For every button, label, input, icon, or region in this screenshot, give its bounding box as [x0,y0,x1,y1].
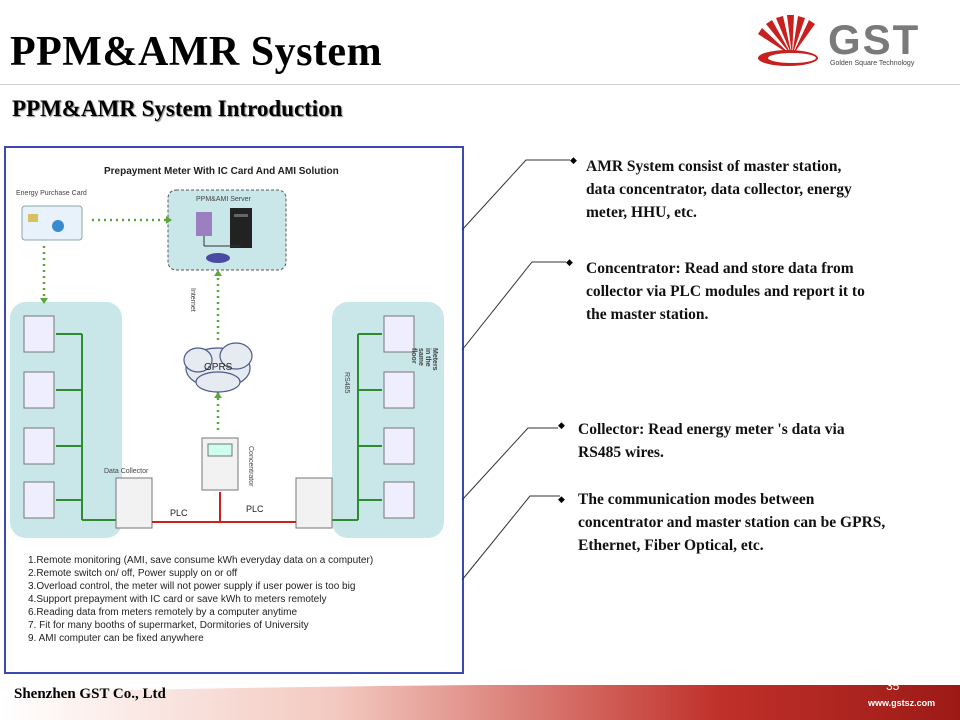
bullet-4: ◆ The communication modes between concen… [558,488,958,557]
meters-floor-label: Meters in the same floor [410,348,438,371]
website-link[interactable]: www.gstsz.com [868,698,936,708]
bullet-line: The communication modes between [578,491,815,508]
ic-card-icon [21,205,83,241]
left-meter-panel [10,302,122,538]
logo-text: GST [828,16,921,63]
feature-list: 1.Remote monitoring (AMI, save consume k… [28,554,373,645]
feature-item: 1.Remote monitoring (AMI, save consume k… [28,555,374,566]
energy-card-label: Energy Purchase Card [16,190,87,197]
bullet-2: ◆ Concentrator: Read and store data from… [566,257,950,326]
page-title: PPM&AMR System [10,29,383,75]
gprs-label: GPRS [204,362,233,373]
feature-item: 2.Remote switch on/ off, Power supply on… [28,568,238,579]
feature-item: 6.Reading data from meters remotely by a… [28,607,298,618]
solution-diagram: Prepayment Meter With IC Card And AMI So… [4,146,464,674]
gst-logo-icon [758,15,818,66]
left-data-collector-icon [115,477,153,529]
bullet-line: Ethernet, Fiber Optical, etc. [578,537,764,554]
bullet-line: AMR System consist of master station, [586,158,842,175]
server-box [167,189,287,271]
feature-item: 4.Support prepayment with IC card or sav… [28,594,327,605]
bullet-diamond-icon: ◆ [566,257,573,267]
bullet-line: data concentrator, data collector, energ… [586,181,852,198]
feature-item: 9. AMI computer can be fixed anywhere [28,633,204,644]
right-meters [383,315,415,519]
bullet-3: ◆ Collector: Read energy meter 's data v… [558,418,950,464]
left-meters [23,315,55,519]
database-icon [206,253,230,263]
bullet-line: RS485 wires. [578,444,664,461]
bullet-line: meter, HHU, etc. [586,204,697,221]
internet-label: Internet [189,288,196,312]
company-name: Shenzhen GST Co., Ltd [14,686,166,702]
rs485-label: RS485 [343,372,350,394]
bullet-line: collector via PLC modules and report it … [586,283,865,300]
concentrator-label: Concentrator [247,446,254,487]
diagram-canvas [10,189,444,538]
bullet-diamond-icon: ◆ [570,155,577,165]
page-subtitle: PPM&AMR System Introduction [12,96,343,121]
footer-bar [0,685,960,720]
data-collector-label: Data Collector [104,468,149,475]
bullet-1: ◆ AMR System consist of master station, … [570,155,950,224]
feature-item: 7. Fit for many booths of supermarket, D… [28,620,309,631]
right-meter-panel [332,302,444,538]
page-number: 35 [886,679,900,693]
logo-tagline: Golden Square Technology [830,60,915,67]
plc-left-label: PLC [170,508,188,518]
plc-right-label: PLC [246,504,264,514]
bullet-diamond-icon: ◆ [558,420,565,430]
connector-lines [461,159,570,581]
bullet-line: the master station. [586,306,709,323]
server-tower-icon [230,208,252,248]
feature-item: 3.Overload control, the meter will not p… [28,581,356,592]
bullet-line: Concentrator: Read and store data from [586,260,854,277]
diagram-title: Prepayment Meter With IC Card And AMI So… [104,166,339,177]
header-divider [0,84,960,85]
bullet-diamond-icon: ◆ [558,494,565,504]
gprs-cloud-icon [183,342,253,393]
right-data-collector-icon [295,477,333,529]
bullet-line: Collector: Read energy meter 's data via [578,421,845,438]
computer-icon [196,212,212,236]
server-label: PPM&AMI Server [196,196,251,203]
bullet-line: concentrator and master station can be G… [578,514,886,531]
